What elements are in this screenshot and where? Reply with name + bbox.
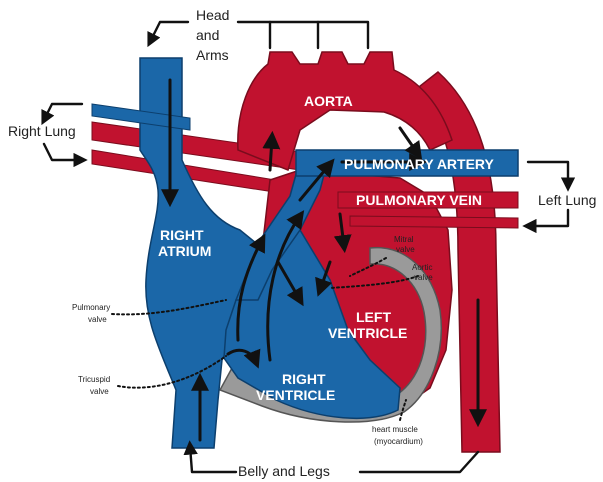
label-arms: Arms: [196, 47, 229, 63]
label-pulmonary-artery: PULMONARY ARTERY: [344, 156, 495, 172]
label-aortic-2: valve: [414, 273, 433, 282]
label-pulmonary-valve-1: Pulmonary: [72, 303, 110, 312]
label-mitral-2: valve: [396, 245, 415, 254]
arrow-left-lung-in: [528, 162, 568, 186]
label-pulmonary-valve-2: valve: [88, 315, 107, 324]
flow-arrow-aorta-up: [270, 138, 272, 170]
arrow-head-out-3: [318, 22, 368, 48]
label-tricuspid-valve-1: Tricuspid: [78, 375, 110, 384]
pulmonary-vein-red-2: [350, 216, 518, 228]
label-head: Head: [196, 7, 229, 23]
arrow-left-lung-out: [528, 210, 568, 226]
label-right-atrium-1: RIGHT: [160, 227, 204, 243]
label-pulmonary-vein: PULMONARY VEIN: [356, 192, 482, 208]
label-left-ventricle-2: VENTRICLE: [328, 325, 407, 341]
arrow-head-out-2: [270, 22, 318, 48]
label-heart-muscle-1: heart muscle: [372, 425, 418, 434]
arrow-belly-in: [190, 446, 236, 472]
label-right-ventricle-1: RIGHT: [282, 371, 326, 387]
label-aortic-1: Aortic: [412, 263, 432, 272]
label-and: and: [196, 27, 219, 43]
label-aorta: AORTA: [304, 93, 353, 109]
label-right-lung: Right Lung: [8, 123, 76, 139]
label-right-atrium-2: ATRIUM: [158, 243, 211, 259]
arrow-head-in: [150, 22, 188, 42]
label-right-ventricle-2: VENTRICLE: [256, 387, 335, 403]
label-left-ventricle-1: LEFT: [356, 309, 391, 325]
label-belly-and-legs: Belly and Legs: [238, 463, 330, 479]
arrow-right-lung-in: [44, 104, 82, 120]
label-left-lung: Left Lung: [538, 192, 596, 208]
label-mitral-1: Mitral: [394, 235, 414, 244]
arrow-right-lung-out: [44, 144, 82, 160]
label-heart-muscle-2: (myocardium): [374, 437, 423, 446]
arrow-head-out-1: [238, 22, 270, 48]
label-tricuspid-valve-2: valve: [90, 387, 109, 396]
arrow-belly-out: [360, 452, 478, 472]
